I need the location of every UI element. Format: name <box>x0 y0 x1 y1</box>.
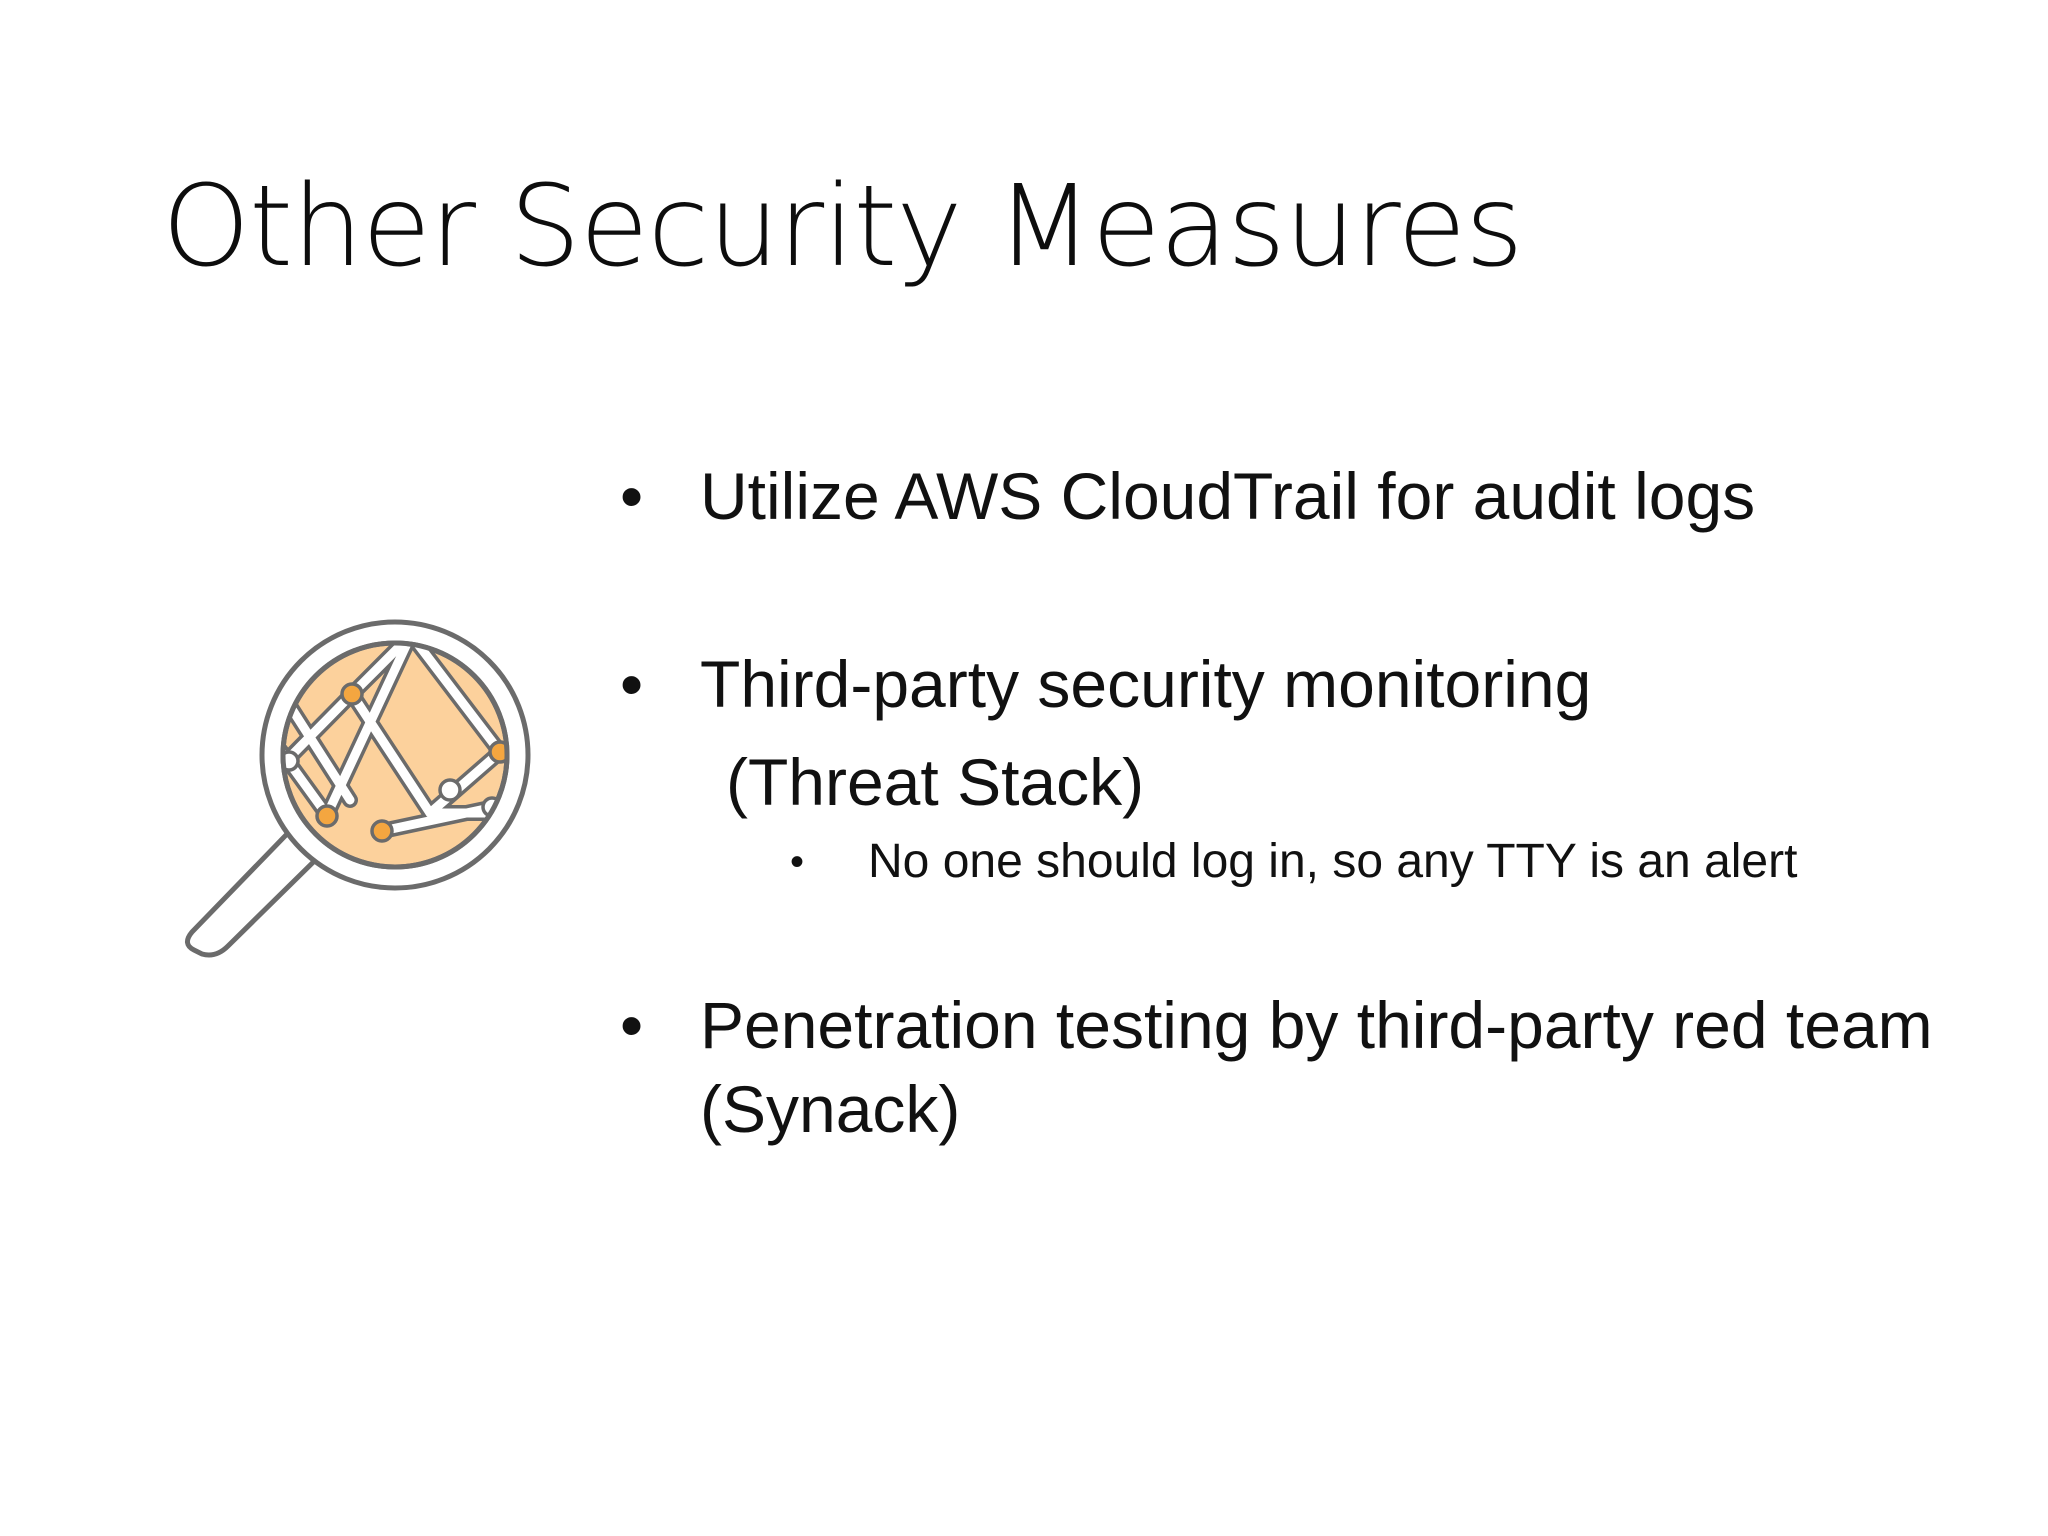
magnifying-glass-network-icon <box>180 600 560 960</box>
sub-bullet-list: No one should log in, so any TTY is an a… <box>700 831 1960 893</box>
bullet-text-line1: Third-party security monitoring <box>700 647 1592 721</box>
bullet-cloudtrail: Utilize AWS CloudTrail for audit logs <box>620 455 1960 537</box>
slide-title: Other Security Measures <box>162 162 1523 292</box>
sub-bullet-tty-alert: No one should log in, so any TTY is an a… <box>700 831 1960 893</box>
bullet-text-line2: (Threat Stack) <box>726 745 1145 819</box>
bullet-list: Utilize AWS CloudTrail for audit logs Th… <box>620 455 1960 1151</box>
bullet-text: Utilize AWS CloudTrail for audit logs <box>700 459 1756 533</box>
bullet-text: Penetration testing by third-party red t… <box>700 988 1933 1146</box>
bullet-synack: Penetration testing by third-party red t… <box>620 983 1960 1151</box>
sub-bullet-text: No one should log in, so any TTY is an a… <box>868 835 1798 888</box>
bullet-threat-stack: Third-party security monitoring (Threat … <box>620 643 1960 893</box>
